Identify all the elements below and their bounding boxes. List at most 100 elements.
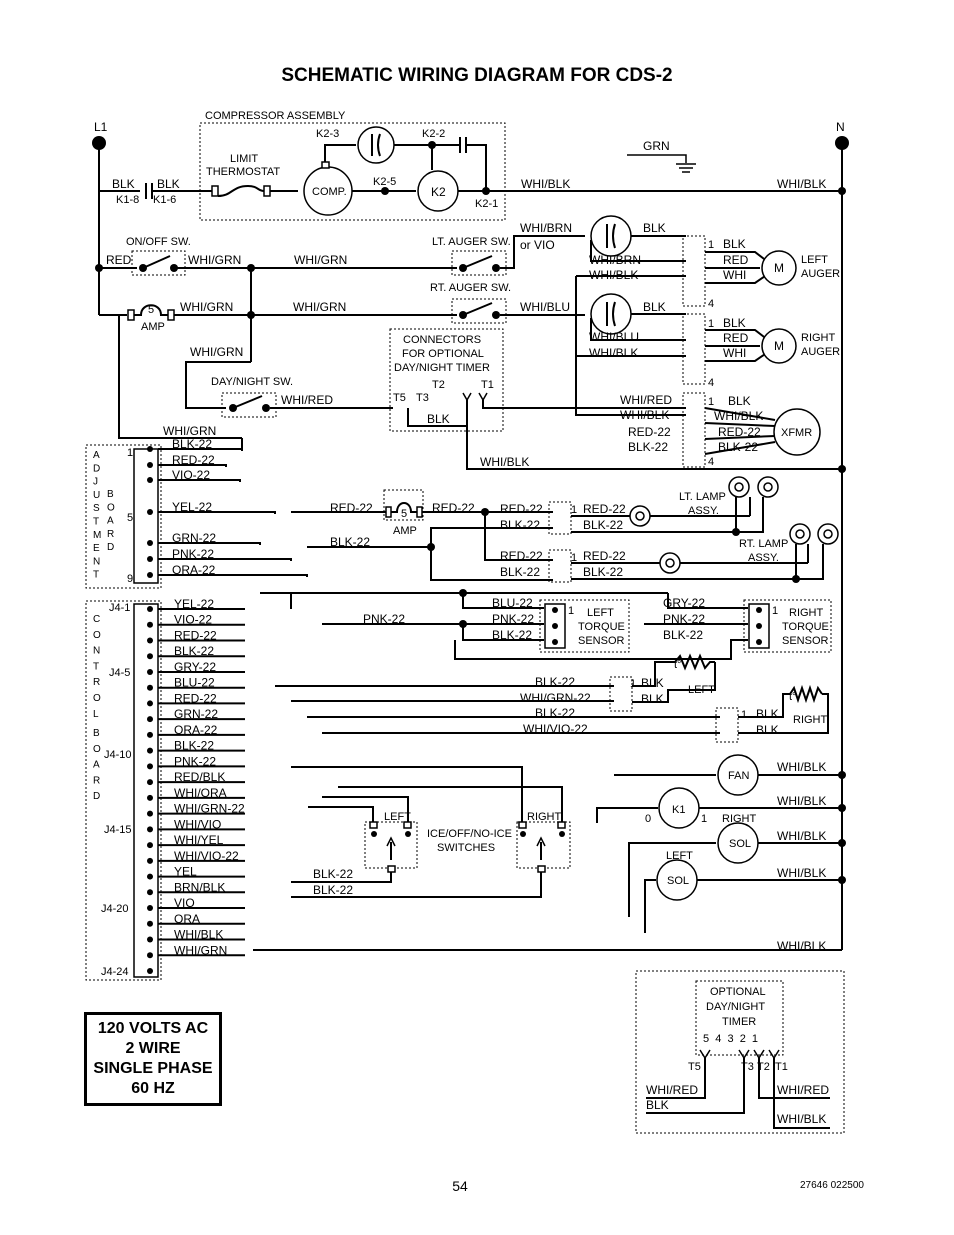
right-torque-pin-a: [756, 607, 762, 613]
left-torque-pin-c: [552, 639, 558, 645]
left-ice-switch-arrow-icon: [386, 836, 396, 847]
t3-label: T3: [416, 392, 429, 404]
adjust-wire-label: GRN-22: [172, 531, 216, 545]
left-auger-motor: [761, 250, 797, 286]
left-auger-pin-4: 4: [708, 298, 714, 310]
adjust-pin-dot: [147, 556, 153, 562]
wire-opt-whi-red-left: [646, 1058, 706, 1099]
control-wire-label: VIO-22: [174, 613, 212, 627]
right-auger-cap-plates: [606, 301, 616, 327]
blk-22-label-lamps: BLK-22: [330, 535, 370, 549]
right-torque-pin-b: [756, 623, 762, 629]
blk-22-label-lt-lamp-2: BLK-22: [583, 518, 623, 532]
adjustment-vertical-letter: A: [93, 450, 100, 461]
left-sol-title: LEFT: [666, 850, 693, 862]
control-pin-dot: [147, 779, 153, 786]
right-ice-switch-box: [516, 821, 571, 869]
wire-opt-whi-red-right: [758, 1058, 830, 1099]
optional-timer-box: [635, 970, 845, 1134]
red-22-label-rt-lamp-2: RED-22: [583, 549, 626, 563]
right-therm-connector: [715, 707, 739, 743]
blu-22-label: BLU-22: [492, 596, 533, 610]
control-wire-label: WHI/ORA: [174, 786, 227, 800]
red-label-onoff: RED: [106, 253, 132, 267]
node-k2-5: [381, 187, 389, 195]
control-board-vertical-letter: A: [93, 760, 100, 771]
j4-5-label: J4-5: [109, 667, 130, 679]
blk-22-label-left-therm: BLK-22: [535, 675, 575, 689]
gry-22-label: GRY-22: [663, 596, 705, 610]
right-auger-pin-1: 1: [708, 318, 714, 330]
whi-blu-label-1: WHI/BLU: [520, 300, 570, 314]
opt-timer-t1-icon: [768, 1049, 780, 1060]
control-wire-label: BRN/BLK: [174, 880, 225, 894]
opt-whi-red-label-right: WHI/RED: [777, 1083, 829, 1097]
control-pin-dot: [147, 606, 153, 612]
lt-auger-switch-blade[interactable]: [462, 255, 493, 269]
adjust-pin-dot: [147, 509, 153, 515]
whi-blk-label-left-sol: WHI/BLK: [777, 866, 826, 880]
n-label: N: [836, 120, 845, 134]
right-thermistor-t: t°: [789, 691, 796, 703]
adjustment-vertical-letter: U: [93, 490, 100, 501]
fuse-5-amp-icon: [134, 304, 168, 316]
k1-pin-0: 0: [645, 813, 651, 825]
fuse-amp-label: AMP: [141, 321, 165, 333]
xfmr-transformer: [773, 408, 821, 456]
red-label-right-auger-motor: RED: [723, 331, 749, 345]
rt-lamp-bulb-b-inner: [823, 529, 833, 539]
limit-label: LIMIT: [230, 153, 258, 165]
connectors-label-3: DAY/NIGHT TIMER: [394, 362, 490, 374]
right-auger-label-1: RIGHT: [801, 332, 836, 344]
day-night-switch-blade[interactable]: [232, 395, 263, 409]
red-22-label-fuse-out: RED-22: [432, 501, 475, 515]
adjust-pin-dot: [147, 477, 153, 483]
whi-blk-label-4: WHI/BLK: [480, 455, 529, 469]
right-torque-pin-1: 1: [772, 605, 778, 617]
whi-blk-label-fan: WHI/BLK: [777, 760, 826, 774]
ice-switches-label-2: SWITCHES: [437, 842, 495, 854]
right-auger-connector: [682, 313, 706, 385]
control-wire-label: ORA-22: [174, 723, 218, 737]
control-vertical-letter: L: [93, 709, 99, 720]
opt-blk-label: BLK: [646, 1098, 669, 1112]
whi-brn-label-2: WHI/BRN: [589, 253, 641, 267]
right-sol-label: SOL: [729, 838, 751, 850]
j4-1-label: J4-1: [109, 602, 130, 614]
control-wire-label: PNK-22: [174, 754, 216, 768]
adjustment-vertical-letter: D: [93, 463, 100, 474]
rt-lamp-pin-1: 1: [571, 552, 577, 564]
whi-blk-label-right-auger: WHI/BLK: [589, 346, 638, 360]
fuse-2-amp-label: AMP: [393, 525, 417, 537]
wire-left-auger-blk: [705, 251, 769, 263]
connectors-label-1: CONNECTORS: [403, 334, 481, 346]
wire-gry-22-right: [667, 593, 748, 609]
blk-22-label-right-torque: BLK-22: [663, 628, 703, 642]
node-n-fan: [838, 771, 846, 779]
wire-xfmr-whi-blk: [704, 422, 776, 427]
on-off-switch-blade[interactable]: [142, 255, 171, 269]
adjustment-vertical-letter: S: [93, 503, 100, 514]
control-board-box: [85, 600, 162, 981]
rt-auger-switch-blade[interactable]: [462, 302, 493, 316]
lt-auger-switch-box: [451, 250, 507, 276]
adjustment-board-vertical-letter: B: [107, 489, 114, 500]
adjustment-board-box: [85, 444, 162, 589]
node-n-k1: [838, 804, 846, 812]
blk-label-left-auger-motor: BLK: [723, 237, 746, 251]
wire-right-auger-whi: [705, 351, 769, 362]
opt-timer-t3-icon: [738, 1049, 750, 1060]
right-ice-switch-terminal-c: [537, 865, 546, 873]
adjust-board-wire: [158, 464, 227, 467]
whi-grn-label-2: WHI/GRN: [294, 253, 347, 267]
left-therm-pin-1: 1: [630, 678, 636, 690]
wire-opt-blk: [646, 1058, 745, 1114]
rt-lamp-connector: [548, 549, 572, 583]
left-auger-capacitor: [590, 215, 632, 257]
j4-15-label: J4-15: [104, 824, 132, 836]
wire-t3-t2: [407, 400, 468, 427]
whi-red-label-2: WHI/RED: [620, 393, 672, 407]
control-wire-label: GRN-22: [174, 707, 218, 721]
blk-label-right-therm-1: BLK: [756, 707, 779, 721]
